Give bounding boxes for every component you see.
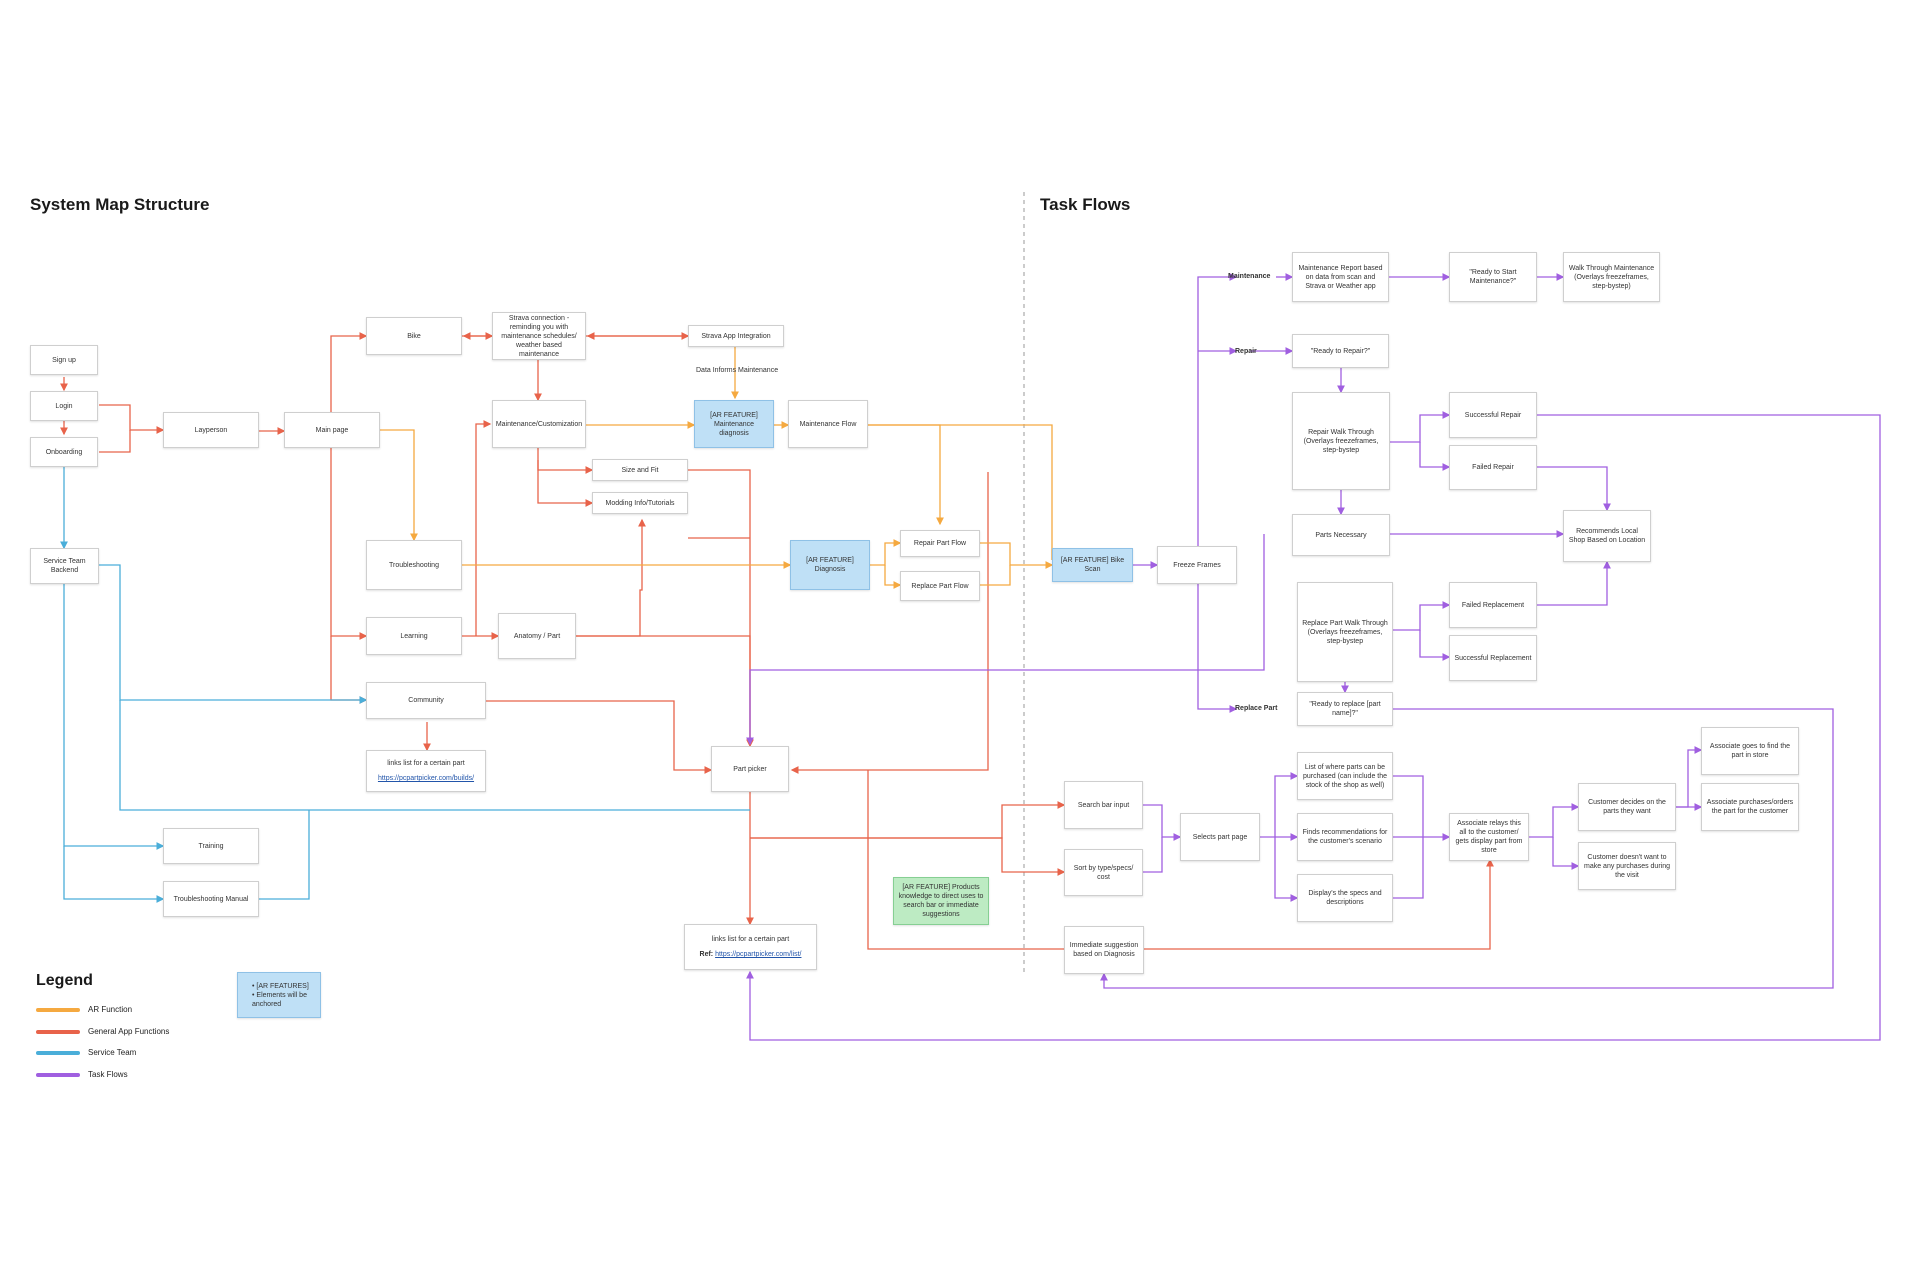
node-anatomy-part[interactable]: Anatomy / Part [498, 613, 576, 659]
legend-swatch-service [36, 1050, 80, 1055]
ar-function-connectors [380, 346, 1054, 589]
node-ar-bike-scan[interactable]: [AR FEATURE] Bike Scan [1052, 548, 1133, 582]
node-parts-necessary[interactable]: Parts Necessary [1292, 514, 1390, 556]
node-immediate-suggestion[interactable]: Immediate suggestion based on Diagnosis [1064, 926, 1144, 974]
node-customer-decides[interactable]: Customer decides on the parts they want [1578, 783, 1676, 831]
node-associate-purchases[interactable]: Associate purchases/orders the part for … [1701, 783, 1799, 831]
node-maintenance-report[interactable]: Maintenance Report based on data from sc… [1292, 252, 1389, 302]
node-layperson[interactable]: Layperson [163, 412, 259, 448]
node-repair-walk-through[interactable]: Repair Walk Through (Overlays freezefram… [1292, 392, 1390, 490]
legend-label-task: Task Flows [88, 1070, 128, 1079]
legend-item-general: General App Functions [36, 1027, 169, 1036]
flow-label-maintenance: Maintenance [1228, 273, 1271, 280]
legend-swatch-general [36, 1029, 80, 1034]
legend-swatch-ar [36, 1007, 80, 1012]
links-list-1-url[interactable]: https://pcpartpicker.com/builds/ [377, 775, 475, 782]
node-links-list-1[interactable]: links list for a certain part https://pc… [366, 750, 486, 792]
node-finds-recommendations[interactable]: Finds recommendations for the customer's… [1297, 813, 1393, 861]
flow-label-repair: Repair [1235, 348, 1257, 355]
system-map-title: System Map Structure [30, 195, 210, 214]
node-learning[interactable]: Learning [366, 617, 462, 655]
links-list-2-ref-line: Ref: https://pcpartpicker.com/list/ [700, 950, 802, 959]
node-search-bar-input[interactable]: Search bar input [1064, 781, 1143, 829]
task-flows-title: Task Flows [1040, 195, 1131, 214]
node-displays-specs[interactable]: Display's the specs and descriptions [1297, 874, 1393, 922]
service-team-connectors [60, 466, 750, 903]
node-sort-by-type[interactable]: Sort by type/specs/ cost [1064, 849, 1143, 896]
node-recommends-local-shop[interactable]: Recommends Local Shop Based on Location [1563, 510, 1651, 562]
node-failed-repair[interactable]: Failed Repair [1449, 445, 1537, 490]
links-list-2-ref: Ref: [699, 951, 714, 958]
node-successful-repair[interactable]: Successful Repair [1449, 392, 1537, 438]
node-troubleshooting[interactable]: Troubleshooting [366, 540, 462, 590]
node-replace-part-walk-through[interactable]: Replace Part Walk Through (Overlays free… [1297, 582, 1393, 682]
legend-item-task: Task Flows [36, 1070, 128, 1079]
node-list-where-parts[interactable]: List of where parts can be purchased (ca… [1297, 752, 1393, 800]
legend-label-general: General App Functions [88, 1027, 170, 1036]
node-maintenance-customization[interactable]: Maintenance/Customization [492, 400, 586, 448]
node-sign-up[interactable]: Sign up [30, 345, 98, 375]
legend-label-ar: AR Function [88, 1005, 133, 1014]
node-ready-to-replace[interactable]: "Ready to replace [part name]?" [1297, 692, 1393, 726]
node-customer-doesnt-want[interactable]: Customer doesn't want to make any purcha… [1578, 842, 1676, 890]
node-bike[interactable]: Bike [366, 317, 462, 355]
task-flow-connectors [746, 273, 1881, 1041]
legend-label-service: Service Team [88, 1048, 137, 1057]
legend-item-service: Service Team [36, 1048, 136, 1057]
node-troubleshooting-manual[interactable]: Troubleshooting Manual [163, 881, 259, 917]
links-list-2-url[interactable]: https://pcpartpicker.com/list/ [715, 951, 802, 958]
links-list-1-text: links list for a certain part [387, 760, 465, 767]
node-ready-to-repair[interactable]: "Ready to Repair?" [1292, 334, 1389, 368]
node-maintenance-flow[interactable]: Maintenance Flow [788, 400, 868, 448]
node-repair-part-flow[interactable]: Repair Part Flow [900, 530, 980, 557]
legend-ar-feature-note: • [AR FEATURES] • Elements will be ancho… [237, 972, 321, 1018]
node-service-team-backend[interactable]: Service Team Backend [30, 548, 99, 584]
node-onboarding[interactable]: Onboarding [30, 437, 98, 467]
node-links-list-2[interactable]: links list for a certain part Ref: https… [684, 924, 817, 970]
node-walk-through-maintenance[interactable]: Walk Through Maintenance (Overlays freez… [1563, 252, 1660, 302]
node-training[interactable]: Training [163, 828, 259, 864]
general-app-connectors [60, 332, 1494, 950]
legend-swatch-task [36, 1072, 80, 1077]
links-list-2-text: links list for a certain part [711, 936, 790, 943]
node-modding-info[interactable]: Modding Info/Tutorials [592, 492, 688, 514]
data-informs-label: Data Informs Maintenance [696, 367, 779, 374]
node-ready-start-maintenance[interactable]: "Ready to Start Maintenance?" [1449, 252, 1537, 302]
node-community[interactable]: Community [366, 682, 486, 719]
node-size-and-fit[interactable]: Size and Fit [592, 459, 688, 481]
node-part-picker[interactable]: Part picker [711, 746, 789, 792]
node-selects-part-page[interactable]: Selects part page [1180, 813, 1260, 861]
node-strava-connection[interactable]: Strava connection - reminding you with m… [492, 312, 586, 360]
node-freeze-frames[interactable]: Freeze Frames [1157, 546, 1237, 584]
legend-item-ar: AR Function [36, 1005, 132, 1014]
node-ar-diagnosis[interactable]: [AR FEATURE] Diagnosis [790, 540, 870, 590]
node-associate-goes[interactable]: Associate goes to find the part in store [1701, 727, 1799, 775]
node-strava-app-integration[interactable]: Strava App Integration [688, 325, 784, 347]
legend-title: Legend [36, 972, 93, 989]
legend-note-line1: • [AR FEATURES] [252, 982, 309, 990]
node-failed-replacement[interactable]: Failed Replacement [1449, 582, 1537, 628]
node-associate-relays[interactable]: Associate relays this all to the custome… [1449, 813, 1529, 861]
node-successful-replacement[interactable]: Successful Replacement [1449, 635, 1537, 681]
node-ar-maintenance-diagnosis[interactable]: [AR FEATURE] Maintenance diagnosis [694, 400, 774, 448]
node-main-page[interactable]: Main page [284, 412, 380, 448]
node-replace-part-flow[interactable]: Replace Part Flow [900, 571, 980, 601]
node-ar-products-knowledge[interactable]: [AR FEATURE] Products knowledge to direc… [893, 877, 989, 925]
flow-label-replace-part: Replace Part [1235, 705, 1278, 712]
node-login[interactable]: Login [30, 391, 98, 421]
legend-note-line2: • Elements will be anchored [252, 991, 307, 1008]
